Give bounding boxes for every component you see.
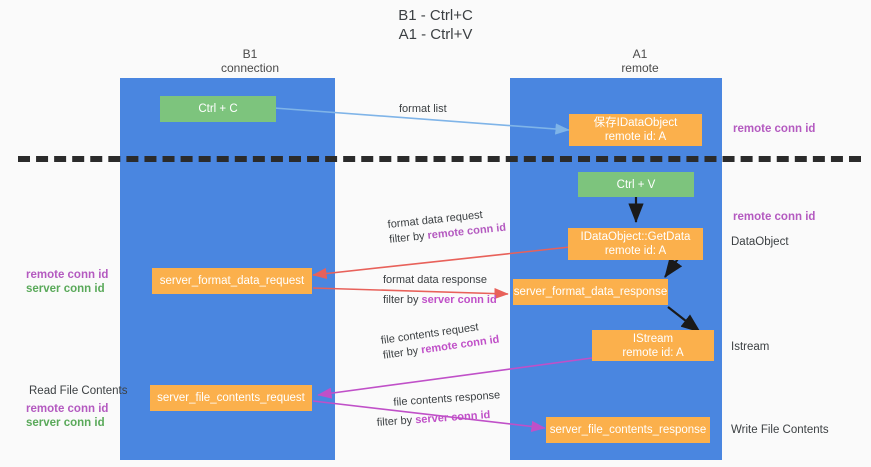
edge-label-file-contents-response-line2: filter by server conn id (376, 407, 502, 431)
node-istream-sublabel: remote id: A (622, 346, 684, 359)
node-ctrl-v[interactable]: Ctrl + V (578, 172, 694, 197)
edge-label-format-data-response-line2: filter by server conn id (383, 293, 497, 308)
node-server-file-contents-response[interactable]: server_file_contents_response (546, 417, 710, 443)
node-ole-dataobject[interactable]: 保存IDataObject remote id: A (569, 114, 702, 146)
node-getdata-sublabel: remote id: A (604, 245, 667, 257)
node-server-format-data-response[interactable]: server_format_data_response (513, 279, 668, 305)
node-server-file-contents-response-label: server_file_contents_response (549, 424, 707, 436)
edge-label-format-list: format list (399, 102, 447, 117)
edge-label-format-list-line1: format list (399, 103, 447, 115)
node-server-format-data-request-label: server_format_data_request (159, 275, 305, 287)
annotation-write-file-contents: Write File Contents (731, 424, 829, 436)
edge-label-format-data-request: format data request filter by remote con… (387, 206, 507, 248)
node-ctrl-c[interactable]: Ctrl + C (160, 96, 276, 122)
filter-by-text: filter by (382, 344, 423, 362)
annotation-read-file-contents: Read File Contents (29, 385, 128, 397)
node-ole-dataobject-label: 保存IDataObject (593, 117, 678, 129)
annotation-dataobject: DataObject (731, 236, 789, 248)
column-header-b1: B1 connection (220, 47, 280, 75)
annotation-left-server-conn-id: server conn id (26, 283, 105, 295)
edge-label-format-data-response-line1: format data response (383, 274, 487, 286)
edge-label-format-data-response: format data response filter by server co… (383, 273, 497, 308)
annotation-left-remote-conn-id: remote conn id (26, 269, 109, 281)
edge-label-file-contents-request: file contents request filter by remote c… (380, 318, 500, 364)
column-header-a1: A1 remote (621, 47, 659, 75)
annotation-left-remote-conn-id-2: remote conn id (26, 403, 109, 415)
node-ole-dataobject-sublabel: remote id: A (604, 131, 667, 143)
node-ctrl-v-label: Ctrl + V (616, 178, 656, 191)
conn-id-token: server conn id (414, 409, 491, 427)
annotation-istream: Istream (731, 341, 770, 353)
edge-label-file-contents-response: file contents response filter by server … (375, 388, 502, 431)
node-istream-label: IStream (632, 332, 674, 345)
page-title: B1 - Ctrl+C A1 - Ctrl+V (398, 7, 473, 43)
filter-by-text: filter by (388, 229, 429, 246)
node-ctrl-c-label: Ctrl + C (198, 103, 238, 115)
node-server-file-contents-request[interactable]: server_file_contents_request (150, 385, 312, 411)
annotation-right-mid-remote-conn-id: remote conn id (733, 211, 816, 223)
node-server-file-contents-request-label: server_file_contents_request (157, 392, 305, 404)
node-server-format-data-request[interactable]: server_format_data_request (152, 268, 312, 294)
node-getdata-label: IDataObject::GetData (580, 231, 691, 243)
annotation-right-top-remote-conn-id: remote conn id (733, 123, 816, 135)
node-istream[interactable]: IStream remote id: A (592, 330, 714, 361)
filter-by-text: filter by (383, 294, 422, 306)
annotation-left-server-conn-id-2: server conn id (26, 417, 105, 429)
node-getdata[interactable]: IDataObject::GetData remote id: A (568, 228, 703, 260)
filter-by-text: filter by (376, 414, 416, 429)
phase-divider (18, 156, 861, 162)
node-server-format-data-response-label: server_format_data_response (513, 286, 668, 298)
conn-id-token: server conn id (421, 294, 497, 306)
